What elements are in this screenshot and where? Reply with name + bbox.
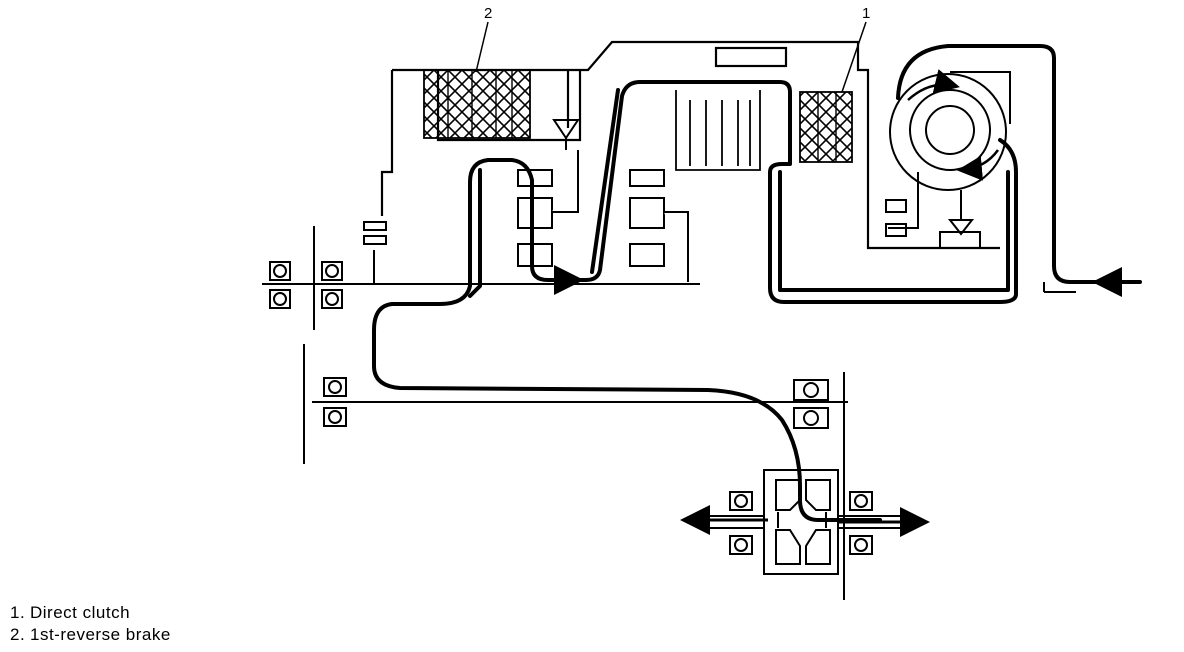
legend-label: 1st-reverse brake	[30, 625, 171, 644]
shafts	[262, 226, 1076, 600]
bearing-upper-left-b	[269, 289, 291, 309]
bearing-lower-left-a	[323, 377, 347, 397]
callout-2-number: 2	[484, 5, 492, 22]
first-reverse-brake	[423, 69, 531, 139]
power-flow-path	[372, 44, 1142, 522]
legend-item-first-reverse-brake: 2.1st-reverse brake	[10, 624, 171, 646]
differential	[700, 469, 910, 575]
one-way-clutch-symbol	[552, 119, 580, 150]
bearing-lower-right-b	[793, 407, 829, 429]
bearing-upper-left-c	[321, 261, 343, 281]
direct-clutch	[799, 91, 853, 163]
clutch-drum-plates	[675, 90, 761, 171]
bearing-upper-left-a	[269, 261, 291, 281]
seal-symbol	[363, 221, 387, 245]
torque-converter	[885, 71, 1011, 249]
callout-1-number: 1	[862, 5, 870, 22]
callout-1-leader	[841, 21, 867, 93]
torque-converter-arrow-upper	[907, 69, 960, 101]
bearings	[269, 261, 829, 429]
bearing-upper-left-d	[321, 289, 343, 309]
legend-label: Direct clutch	[30, 603, 131, 622]
legend-number: 2.	[10, 625, 26, 644]
legend-number: 1.	[10, 603, 26, 622]
bearing-lower-right-a	[793, 379, 829, 401]
bearing-lower-left-b	[323, 407, 347, 427]
callout-2-leader	[475, 21, 489, 73]
planetary-gear-elements	[517, 150, 689, 282]
legend: 1.Direct clutch 2.1st-reverse brake	[10, 602, 171, 646]
legend-item-direct-clutch: 1.Direct clutch	[10, 602, 171, 624]
torque-converter-arrow-lower	[957, 149, 1000, 181]
